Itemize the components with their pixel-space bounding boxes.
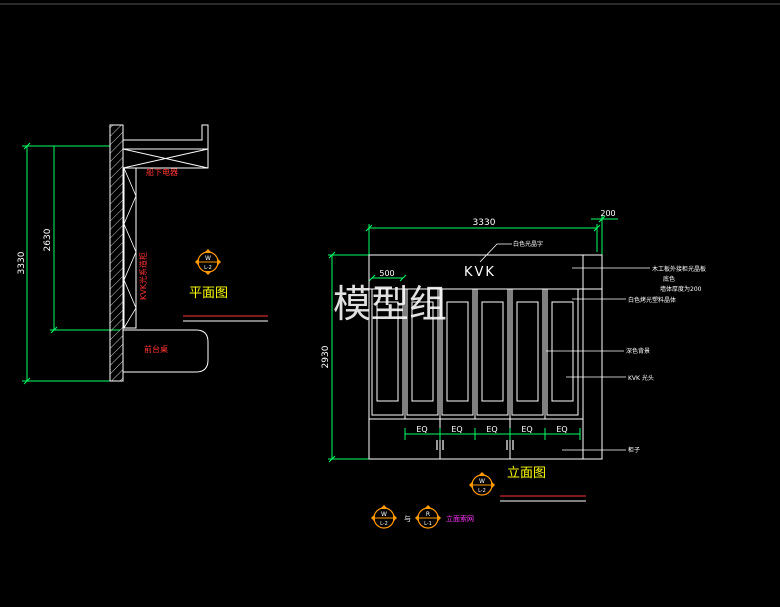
plan-title: 平面图 (189, 286, 228, 301)
plan-dim-inner-text: 2630 (43, 228, 53, 251)
plan-desk (123, 329, 209, 373)
elevation-view: 3330 200 500 2930 KVK (321, 209, 706, 502)
plan-dim-overall (22, 142, 110, 385)
plan-wall-hatch (109, 124, 124, 382)
plan-view: 3330 2630 船下电器 KVK光系造柜 前台桌 (17, 124, 268, 385)
legend-right-ref: L-1 (424, 521, 432, 527)
elev-panel-4-inner (481, 301, 504, 402)
plan-top-cabinet (122, 124, 209, 169)
elev-panels (371, 288, 579, 459)
elev-dim-side (591, 215, 618, 260)
elev-dim-height-text: 2930 (321, 345, 331, 368)
elev-callout-6: 深色背景 (626, 347, 650, 355)
elev-panel-4 (476, 288, 509, 416)
elev-callout-5: 白色烤光塑料晶体 (628, 296, 676, 304)
elev-eq-2: EQ (451, 425, 462, 434)
plan-label-top: 船下电器 (146, 167, 178, 177)
plan-dim-overall-text: 3330 (17, 251, 27, 274)
plan-dim-inner (50, 146, 120, 334)
elev-panel-6 (546, 288, 579, 416)
elev-title: 立面图 (507, 466, 546, 481)
legend-left-letter: W (381, 511, 387, 518)
elev-outline (368, 254, 603, 460)
legend-right-letter: R (426, 511, 430, 518)
elev-callout-leaders (479, 243, 650, 451)
plan-section-letter: W (205, 255, 211, 262)
elev-dim-width (365, 224, 601, 258)
elev-handles (436, 440, 514, 450)
legend-symbol-left (371, 505, 397, 529)
plan-section-symbol (195, 249, 221, 275)
elev-callout-4: 墙体厚度为200 (660, 285, 702, 293)
plan-label-desk: 前台桌 (144, 344, 168, 354)
elev-panel-6-inner (551, 301, 574, 402)
elev-panel-1 (371, 288, 404, 416)
elev-section-letter: W (479, 478, 485, 485)
elev-section-symbol (469, 472, 495, 496)
elev-panel-2 (406, 288, 439, 416)
elev-dim-panel (368, 274, 407, 282)
elev-eq-3: EQ (486, 425, 497, 434)
elev-panel-5 (511, 288, 544, 416)
elev-eq-1: EQ (416, 425, 427, 434)
elev-eq-chain (404, 428, 581, 440)
elev-panel-5-inner (516, 301, 539, 402)
elev-callout-2: 木工板外接柜光晶板 (652, 265, 706, 273)
legend: W L-2 与 R L-1 立面索网 (371, 505, 474, 529)
elev-section-ref: L-2 (478, 488, 486, 494)
elev-panel-1-inner (376, 301, 399, 402)
watermark: 模型组 (333, 282, 447, 326)
plan-light-box (123, 167, 137, 329)
elev-callout-3: 底色 (663, 275, 675, 283)
legend-mid-text: 与 (404, 515, 411, 523)
plan-light-box-zigzag (123, 167, 137, 329)
plan-label-wall: KVK光系造柜 (138, 252, 148, 300)
elev-dim-width-text: 3330 (473, 218, 496, 228)
elev-dim-height (328, 251, 372, 463)
elev-eq-5: EQ (556, 425, 567, 434)
elev-callout-7: KVK 光头 (628, 374, 654, 382)
elev-panel-2-inner (411, 301, 434, 402)
elev-dim-panel-text: 500 (379, 269, 394, 278)
elev-eq-4: EQ (521, 425, 532, 434)
elev-panel-3-inner (446, 301, 469, 402)
legend-left-ref: L-2 (380, 521, 388, 527)
elev-callout-1: 白色光晶字 (513, 240, 543, 248)
elev-panel-3 (441, 288, 474, 416)
elev-dim-side-text: 200 (600, 209, 615, 218)
legend-symbol-right (415, 505, 441, 529)
legend-right-label: 立面索网 (446, 514, 474, 523)
elev-sign-text: KVK (464, 265, 496, 280)
plan-section-ref: L-2 (204, 265, 212, 271)
elev-callout-8: 柜子 (628, 446, 640, 454)
